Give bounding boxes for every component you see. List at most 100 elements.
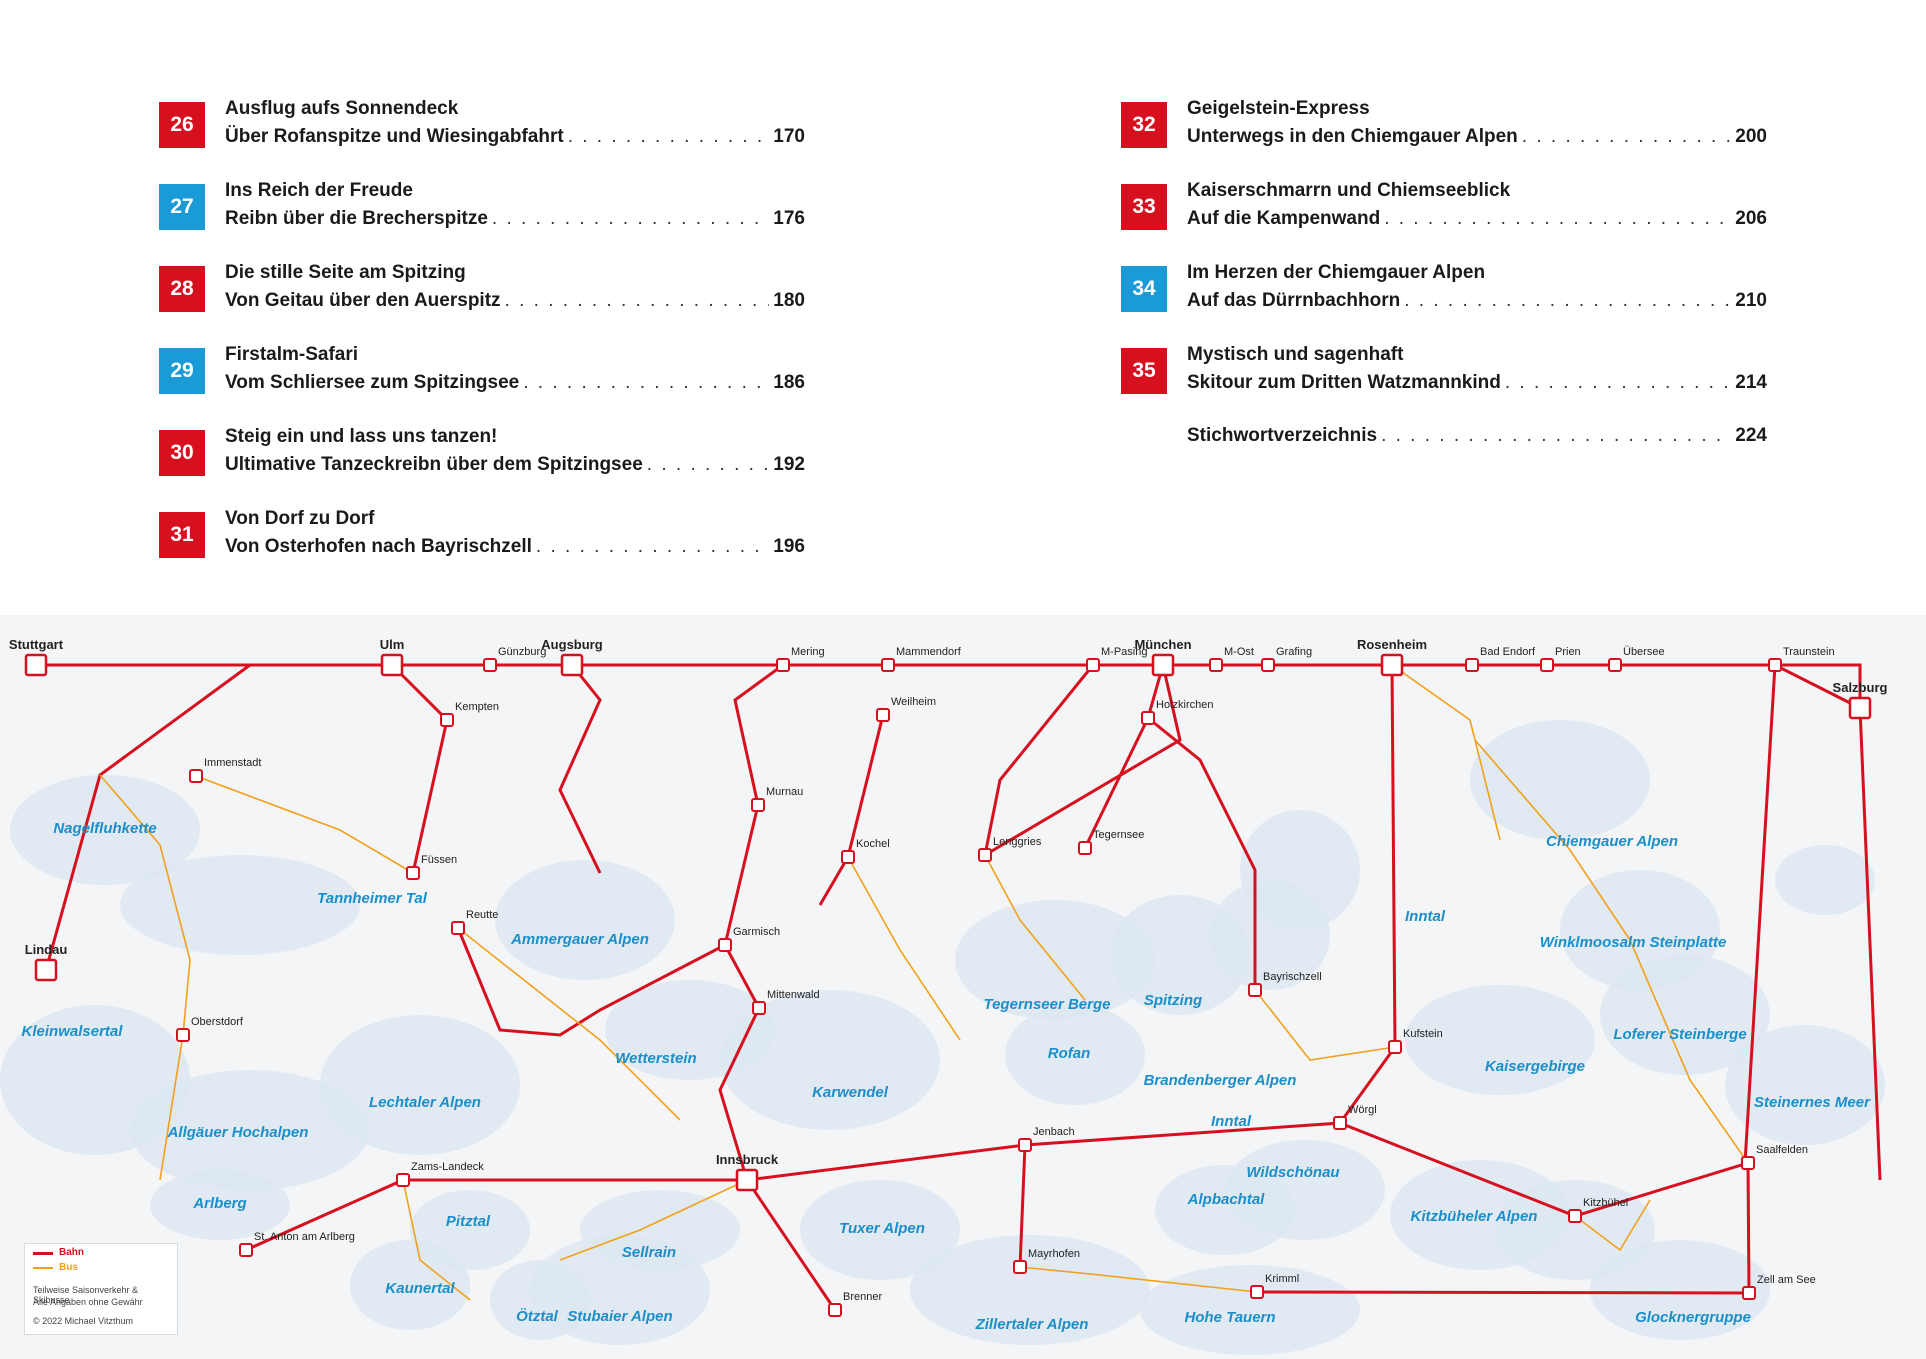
station-label: M-Ost <box>1224 646 1254 658</box>
toc-dots <box>568 126 770 148</box>
station-marker <box>239 1243 253 1257</box>
station-label: Übersee <box>1623 646 1665 658</box>
region-label: Glocknergruppe <box>1635 1309 1751 1326</box>
bus-line <box>195 775 414 874</box>
rail-line <box>1018 1144 1027 1268</box>
mountain-area <box>955 900 1155 1020</box>
tour-page-number: 176 <box>773 208 805 229</box>
tour-subtitle: Über Rofanspitze und Wiesingabfahrt <box>225 126 564 147</box>
region-label: Zillertaler Alpen <box>975 1316 1089 1333</box>
station-label: Füssen <box>421 854 457 866</box>
station-label: Zams-Landeck <box>411 1161 484 1173</box>
tour-subtitle-row: Von Osterhofen nach Bayrischzell196 <box>225 536 805 558</box>
region-label: Tuxer Alpen <box>839 1220 925 1237</box>
tour-subtitle-row: Von Geitau über den Auerspitz180 <box>225 290 805 312</box>
tour-number-badge: 32 <box>1121 102 1167 148</box>
tour-number-badge: 35 <box>1121 348 1167 394</box>
legend-note-seasonal: Teilweise Saisonverkehr & Skibusse <box>33 1285 139 1305</box>
map-legend: Bahn Bus Teilweise Saisonverkehr & Skibu… <box>24 1243 178 1335</box>
tour-number-badge: 28 <box>159 266 205 312</box>
legend-bus-line <box>33 1267 53 1269</box>
mountain-area <box>1775 845 1875 915</box>
region-label: Kaunertal <box>385 1280 455 1297</box>
tour-subtitle: Auf die Kampenwand <box>1187 208 1381 229</box>
station-marker <box>1250 1285 1264 1299</box>
station-label: Prien <box>1555 646 1581 658</box>
station-marker <box>451 921 465 935</box>
station-label: M-Pasing <box>1101 646 1147 658</box>
rail-line <box>818 714 885 906</box>
tour-subtitle-row: Unterwegs in den Chiemgauer Alpen200 <box>1187 126 1767 148</box>
station-marker <box>718 938 732 952</box>
mountain-area <box>1155 1165 1295 1255</box>
station-marker <box>189 769 203 783</box>
station-label: Günzburg <box>498 646 546 658</box>
region-label: Tegernseer Berge <box>983 996 1110 1013</box>
station-label: Lindau <box>25 942 68 957</box>
tour-subtitle-row: Ultimative Tanzeckreibn über dem Spitzin… <box>225 454 805 476</box>
station-marker <box>1540 658 1554 672</box>
region-label: Tannheimer Tal <box>317 890 428 907</box>
mountain-area <box>350 1240 470 1330</box>
mountain-area <box>1470 720 1650 840</box>
station-marker <box>1248 983 1262 997</box>
station-marker <box>483 658 497 672</box>
bus-line <box>1391 664 1501 841</box>
toc-dots <box>1522 126 1732 148</box>
region-label: Kaisergebirge <box>1485 1058 1585 1075</box>
station-marker <box>1078 841 1092 855</box>
mountain-area <box>490 1260 590 1340</box>
region-label: Wetterstein <box>615 1050 696 1067</box>
toc-dots <box>536 536 769 558</box>
region-label: Karwendel <box>812 1084 889 1101</box>
tour-title: Im Herzen der Chiemgauer Alpen <box>1187 262 1486 283</box>
tour-subtitle: Vom Schliersee zum Spitzingsee <box>225 372 520 393</box>
region-label: Loferer Steinberge <box>1613 1026 1746 1043</box>
station-marker <box>1018 1138 1032 1152</box>
station-marker <box>881 658 895 672</box>
legend-bus-label: Bus <box>59 1262 78 1273</box>
region-label: Steinernes Meer <box>1754 1094 1871 1111</box>
station-marker <box>828 1303 842 1317</box>
station-marker <box>560 653 584 677</box>
station-label: Oberstdorf <box>191 1016 244 1028</box>
region-label: Chiemgauer Alpen <box>1546 833 1678 850</box>
station-marker <box>1333 1116 1347 1130</box>
mountain-area <box>1005 1005 1145 1105</box>
tour-title: Geigelstein-Express <box>1187 98 1370 119</box>
tour-page-number: 180 <box>773 290 805 311</box>
toc-index-entry[interactable]: Stichwortverzeichnis 224 <box>1121 423 1767 483</box>
station-label: Traunstein <box>1783 646 1835 658</box>
region-label: Spitzing <box>1144 992 1202 1009</box>
station-marker <box>841 850 855 864</box>
station-marker <box>1742 1286 1756 1300</box>
station-marker <box>1086 658 1100 672</box>
mountain-area <box>150 1170 290 1240</box>
toc-dots <box>1384 208 1731 230</box>
tour-page-number: 214 <box>1735 372 1767 393</box>
rail-line <box>558 664 602 874</box>
bus-line <box>847 856 961 1041</box>
toc-dots <box>1505 372 1731 394</box>
bus-line <box>559 1179 748 1261</box>
station-label: Saalfelden <box>1756 1144 1808 1156</box>
region-label: Hohe Tauern <box>1184 1309 1275 1326</box>
tour-number-badge: 30 <box>159 430 205 476</box>
mountain-area <box>800 1180 960 1280</box>
rail-line <box>456 927 726 1037</box>
rail-line <box>36 663 1862 708</box>
region-label: Ammergauer Alpen <box>510 931 649 948</box>
rail-line <box>1147 716 1257 990</box>
